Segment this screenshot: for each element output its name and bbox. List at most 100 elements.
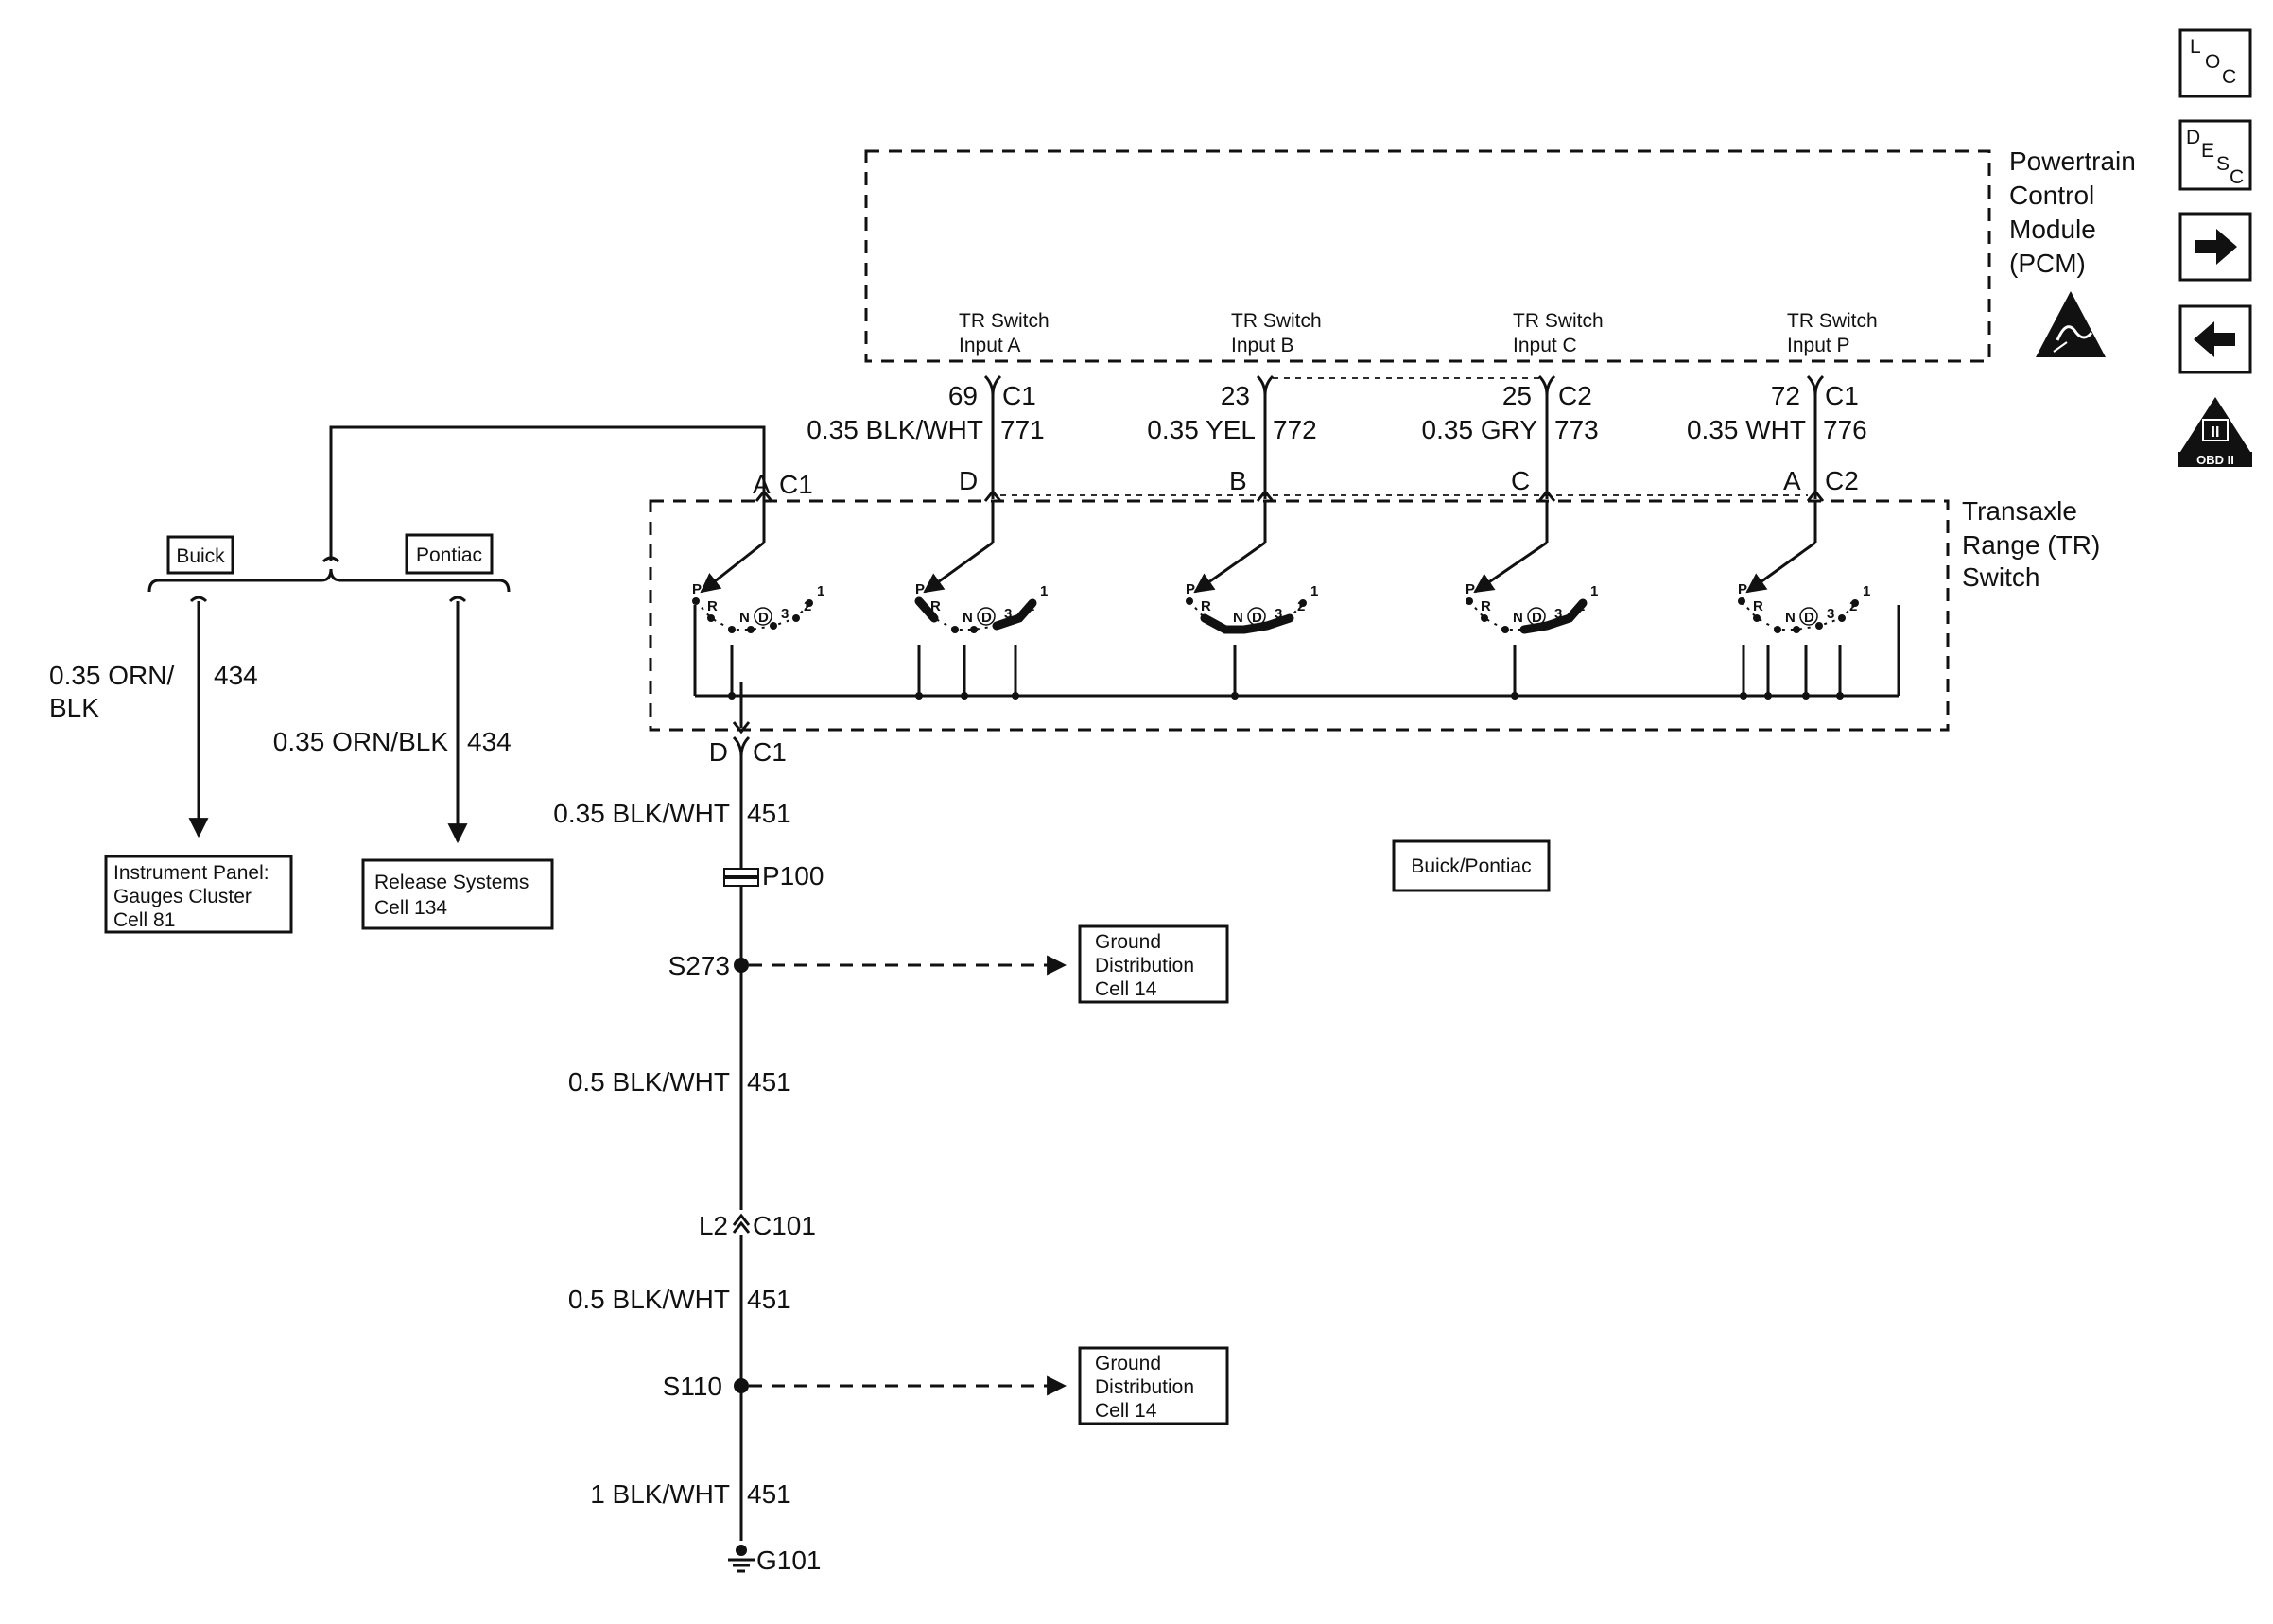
arrow-right-icon <box>2195 229 2237 265</box>
prev-page-button[interactable] <box>2178 304 2252 374</box>
switch-1-label-3: 3 <box>781 606 789 622</box>
switch-5-label-P: P <box>1738 581 1747 597</box>
release-systems-reference[interactable]: Release Systems Cell 134 <box>361 858 554 930</box>
pcm-tr-wires: 69 C1 0.35 BLK/WHT 771 23 0.35 YEL 772 2… <box>807 374 1867 499</box>
seg1-wire-color: 0.35 BLK/WHT <box>553 799 730 828</box>
switch-3-label-1: 1 <box>1310 583 1318 599</box>
release-ref-line-1: Release Systems <box>374 872 529 893</box>
desc-letter-e: E <box>2201 140 2214 162</box>
switch-1-label-1: 1 <box>817 583 824 599</box>
pcm-input-c-sub: Input C <box>1513 335 1577 356</box>
ground-dist-ref-1[interactable]: Ground Distribution Cell 14 <box>1078 924 1229 1004</box>
switch-2-drive-ring <box>977 607 996 626</box>
switch-2-contact-2 <box>1015 614 1023 622</box>
switch-1-label-N: N <box>739 610 750 626</box>
release-ref-line-2: Cell 134 <box>374 897 447 919</box>
loc-button[interactable]: L O C <box>2178 28 2252 98</box>
tr-switch: Transaxle Range (TR) Switch A C1 D B C A… <box>649 466 2100 732</box>
seg3-wire-color: 0.5 BLK/WHT <box>568 1285 730 1314</box>
switch-1-contact-D <box>747 626 755 633</box>
switch-2-label-D: D <box>981 610 992 626</box>
tr-pin-d: D <box>959 466 978 495</box>
wire-773-color: 0.35 GRY <box>1422 415 1538 444</box>
pontiac-wire-circuit: 434 <box>467 727 512 756</box>
pcm-module: Powertrain Control Module (PCM) TR Switc… <box>864 147 2136 363</box>
pcm-title-line-2: Control <box>2009 181 2094 210</box>
tr-conn-c2: C2 <box>1825 466 1859 495</box>
pcm-pin-25: 25 <box>1502 381 1532 410</box>
pcm-pin-72: 72 <box>1771 381 1800 410</box>
wire-776-color: 0.35 WHT <box>1687 415 1806 444</box>
buick-wire-circuit: 434 <box>214 661 258 690</box>
switch-1-drive-ring <box>754 607 772 626</box>
switch-3-contact-1 <box>1299 599 1307 607</box>
switch-4-contact-N <box>1501 626 1509 633</box>
wire-772-color: 0.35 YEL <box>1147 415 1256 444</box>
switch-1-label-R: R <box>707 598 718 614</box>
side-nav: L O C D E S C II OBD II <box>2178 28 2252 467</box>
switch-3-contact-3 <box>1263 622 1271 630</box>
switch-3-tap-dot-0 <box>1231 692 1239 700</box>
seg4-wire-circuit: 451 <box>747 1479 791 1509</box>
switch-1-tap-dot-0 <box>728 692 736 700</box>
esd-sensitive-icon <box>2036 291 2106 357</box>
switch-3-contact-P <box>1186 597 1193 605</box>
tr-switch-title-line-3: Switch <box>1962 562 2039 592</box>
switch-1-label-P: P <box>692 581 702 597</box>
tr-pin-a-c1: A <box>753 470 771 499</box>
wire-772-circuit: 772 <box>1273 415 1317 444</box>
switch-5-contact-N <box>1774 626 1781 633</box>
switch-4-label-D: D <box>1532 610 1542 626</box>
buick-wire-color-1: 0.35 ORN/ <box>49 661 174 690</box>
switch-3-contact-N <box>1222 626 1229 633</box>
switch-4-contact-2 <box>1566 614 1573 622</box>
switch-3-contact-R <box>1201 614 1208 622</box>
desc-letter-d: D <box>2186 127 2200 148</box>
s110-splice-dot <box>734 1378 749 1393</box>
switch-1-contact-P <box>692 597 700 605</box>
switch-4-label-3: 3 <box>1554 606 1562 622</box>
switch-5-contact-3 <box>1815 622 1823 630</box>
ground-ref-2-line-3: Cell 14 <box>1095 1400 1157 1422</box>
ip-cluster-reference[interactable]: Instrument Panel: Gauges Cluster Cell 81 <box>104 855 293 934</box>
switch-1-contact-2 <box>792 614 800 622</box>
ground-dist-ref-2[interactable]: Ground Distribution Cell 14 <box>1078 1346 1229 1425</box>
switch-5-wiper <box>1745 541 1816 594</box>
obd-roman: II <box>2212 424 2220 441</box>
wire-771-color: 0.35 BLK/WHT <box>807 415 983 444</box>
switch-5-tap-dot-2 <box>1802 692 1810 700</box>
switch-2-contact-R <box>930 614 938 622</box>
switch-2-label-R: R <box>930 598 941 614</box>
switch-4-label-N: N <box>1513 610 1523 626</box>
tr-switch-dashed-outline <box>649 499 1950 732</box>
switch-4-tap-dot-0 <box>1511 692 1518 700</box>
pcm-input-b-sub: Input B <box>1231 335 1294 356</box>
switch-5-contact-R <box>1753 614 1761 622</box>
s110-label: S110 <box>663 1372 722 1401</box>
buick-option-label: Buick <box>176 545 225 567</box>
switch-2-contact-D <box>970 626 978 633</box>
switch-2-closed-contact <box>914 596 939 623</box>
switch-4-label-R: R <box>1481 598 1491 614</box>
switch-4-drive-ring <box>1527 607 1546 626</box>
switch-5-drive-ring <box>1799 607 1818 626</box>
pcm-title-line-3: Module <box>2009 215 2096 244</box>
p100-passthrough-icon <box>723 868 759 887</box>
switch-5-label-D: D <box>1804 610 1814 626</box>
obd-label: OBD II <box>2196 453 2234 467</box>
ip-ref-line-2: Gauges Cluster <box>113 886 252 907</box>
pcm-input-a-label: TR Switch <box>959 310 1050 332</box>
loc-letter-l: L <box>2190 36 2201 58</box>
switch-4-contact-1 <box>1579 599 1587 607</box>
switch-4-wiper <box>1473 541 1548 594</box>
ip-ref-line-3: Cell 81 <box>113 909 175 931</box>
next-page-button[interactable] <box>2178 212 2252 282</box>
obd-ii-button[interactable]: II OBD II <box>2178 397 2252 467</box>
desc-button[interactable]: D E S C <box>2178 119 2252 191</box>
buick-option-box <box>166 535 234 575</box>
pcm-input-b-label: TR Switch <box>1231 310 1322 332</box>
switch-5-tap-dot-1 <box>1764 692 1772 700</box>
switch-3-wiper <box>1193 541 1266 594</box>
switch-5-label-1: 1 <box>1863 583 1870 599</box>
switch-4-label-P: P <box>1466 581 1475 597</box>
